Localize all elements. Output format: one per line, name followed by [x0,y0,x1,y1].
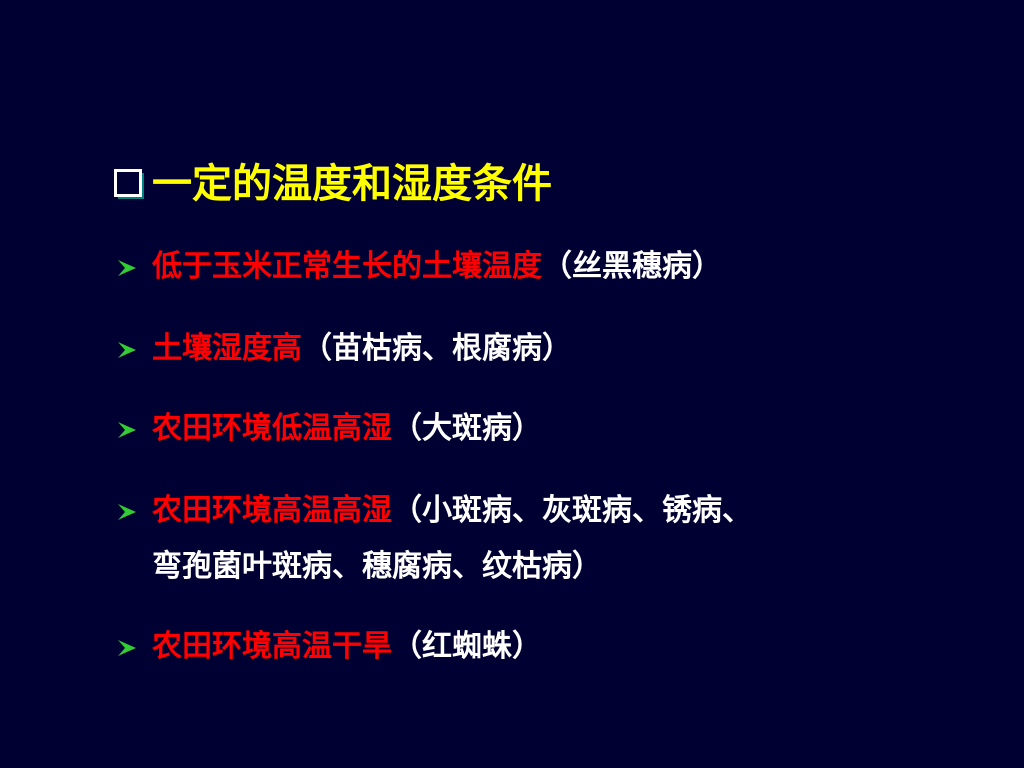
bullet-item: 低于玉米正常生长的土壤温度（丝黑穗病） [116,244,722,290]
bullet-main-text: 低于玉米正常生长的土壤温度 [152,249,542,284]
arrow-bullet-icon [116,624,152,658]
checkbox-bullet-icon [112,167,146,201]
bullet-note-text: （大斑病） [392,411,542,446]
bullet-note-text: （红蜘蛛） [392,629,542,664]
bullet-note-continuation: 弯孢菌叶斑病、穗腐病、纹枯病） [152,549,602,584]
bullet-main-text: 土壤湿度高 [152,331,302,366]
bullet-main-text: 农田环境低温高湿 [152,411,392,446]
bullet-item: 农田环境高温高湿（小斑病、灰斑病、锈病、 [116,488,752,534]
slide-title-row: 一定的温度和湿度条件 [112,156,552,212]
bullet-note-text: （丝黑穗病） [542,249,722,284]
bullet-note-text: （小斑病、灰斑病、锈病、 [392,493,752,528]
arrow-bullet-icon [116,488,152,522]
bullet-main-text: 农田环境高温干旱 [152,629,392,664]
arrow-bullet-icon [116,244,152,278]
bullet-item: 土壤湿度高（苗枯病、根腐病） [116,326,572,372]
bullet-note-text: （苗枯病、根腐病） [302,331,572,366]
bullet-item: 农田环境高温干旱（红蜘蛛） [116,624,542,670]
bullet-item: 农田环境低温高湿（大斑病） [116,406,542,452]
arrow-bullet-icon [116,326,152,360]
bullet-main-text: 农田环境高温高湿 [152,493,392,528]
arrow-bullet-icon [116,406,152,440]
slide-title: 一定的温度和湿度条件 [152,161,552,207]
